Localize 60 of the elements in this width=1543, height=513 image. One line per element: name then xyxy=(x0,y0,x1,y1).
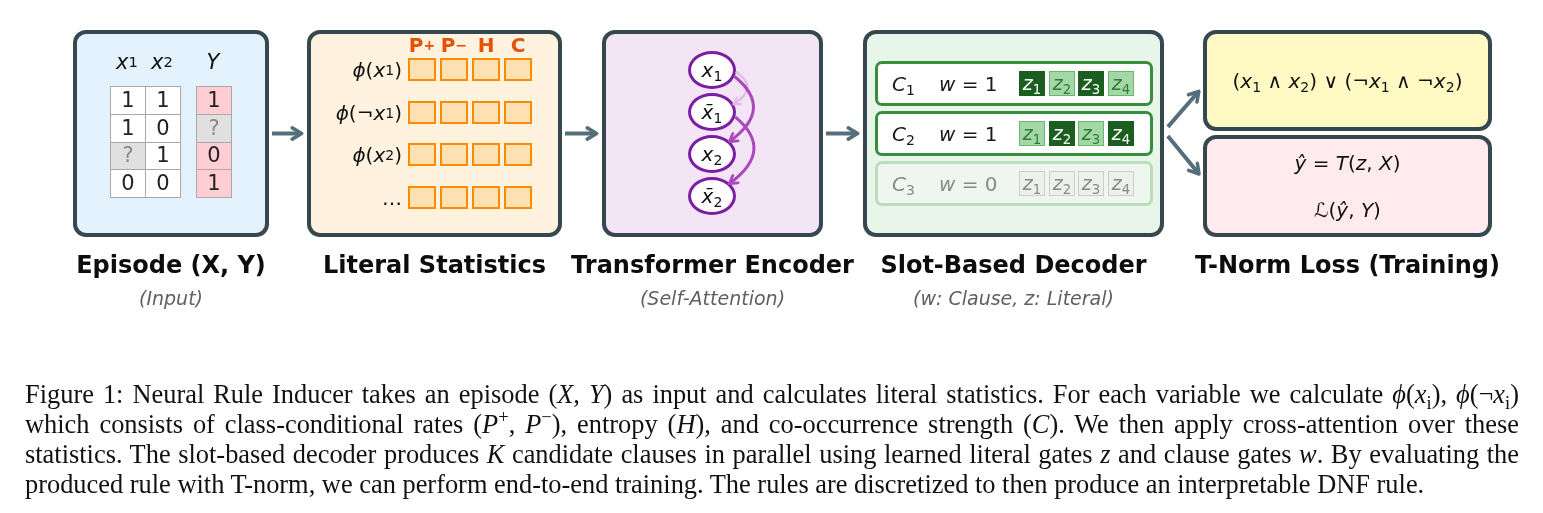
table-cell: 1 xyxy=(110,113,146,143)
clause-weight: w = 1 xyxy=(939,120,998,147)
stat-header: P$^{−}$ xyxy=(439,33,469,57)
formula: (x$_{1}$ ∧ x$_{2}$) ∨ (¬x$_{1}$ ∧ ¬x$_{2}$) xyxy=(1232,67,1463,95)
attention-arrow xyxy=(728,75,755,143)
literal-gate: z$_{4}$ xyxy=(1108,171,1134,196)
table-cell: 1 xyxy=(110,86,146,115)
clause-row xyxy=(875,111,1153,156)
panel-subtitle: (Input) xyxy=(139,286,203,310)
clause-weight: w = 1 xyxy=(939,70,998,97)
literal-gate: z$_{2}$ xyxy=(1049,121,1075,146)
clause-weight: w = 0 xyxy=(939,170,998,197)
stat-header: H xyxy=(476,33,496,57)
panel-subtitle: (Self-Attention) xyxy=(639,286,786,310)
panel-title: T-Norm Loss (Training) xyxy=(1195,251,1500,279)
column-header: Y xyxy=(205,48,222,76)
literal-gate: z$_{1}$ xyxy=(1019,171,1045,196)
attention-arrow xyxy=(728,115,756,185)
token-circle: x$_{1}$ xyxy=(688,51,736,89)
stat-header: P$^{+}$ xyxy=(407,33,437,57)
literal-gate: z$_{4}$ xyxy=(1108,121,1134,146)
table-cell: ? xyxy=(196,113,232,143)
table-cell: 0 xyxy=(145,169,181,198)
table-cell: 0 xyxy=(145,113,181,143)
table-cell: 1 xyxy=(196,169,232,198)
arrow xyxy=(565,126,599,141)
table-cell: 0 xyxy=(110,169,146,198)
formula: ℒ(ŷ, Y) xyxy=(1314,196,1381,224)
literal-gate: z$_{2}$ xyxy=(1049,171,1075,196)
literal-gate: z$_{3}$ xyxy=(1078,171,1104,196)
literal-gate: z$_{1}$ xyxy=(1019,121,1045,146)
table-cell: 1 xyxy=(196,86,232,115)
panel-title: Episode (X, Y) xyxy=(76,251,266,279)
panel-title: Transformer Encoder xyxy=(571,251,854,279)
arrow xyxy=(1166,134,1201,176)
literal-gate: z$_{3}$ xyxy=(1078,121,1104,146)
row-label: … xyxy=(381,184,402,211)
literal-gate: z$_{2}$ xyxy=(1049,71,1075,96)
panel-title: Slot-Based Decoder xyxy=(880,251,1147,279)
clause-row xyxy=(875,161,1153,206)
literal-gate: z$_{4}$ xyxy=(1108,71,1134,96)
clause-label: C$_{1}$ xyxy=(892,70,915,97)
attention-arrow xyxy=(732,70,749,106)
token-circle: x̄$_{2}$ xyxy=(688,177,736,215)
table-cell: 1 xyxy=(145,86,181,115)
clause-row xyxy=(875,61,1153,106)
token-circle: x̄$_{1}$ xyxy=(688,93,736,131)
figure-caption: Figure 1: Neural Rule Inducer takes an episode (X, Y) as input and calculates literal statistics. For each variable we calculate ϕ(x$_{i}$), ϕ(¬x$_{i}$) which consists of class-conditional rates (P$^{+}$, P$^{−}$), entropy (H), and co-occurrence strength (C). We then apply cross-attention over these statistics. The slot-based decoder produces K candidate clauses in parallel using learned literal gates z and clause gates w. By evaluating the produced rule with T-norm, we can perform end-to-end training. The rules are discretized to then produce an interpretable DNF rule. xyxy=(25,379,1519,499)
literal-gate: z$_{1}$ xyxy=(1019,71,1045,96)
formula: ŷ = T(z, X) xyxy=(1294,149,1401,177)
clause-label: C$_{3}$ xyxy=(892,170,915,197)
panel-title: Literal Statistics xyxy=(323,251,546,279)
arrow xyxy=(272,126,304,141)
arrow xyxy=(826,126,860,141)
clause-label: C$_{2}$ xyxy=(892,120,915,147)
literal-gate: z$_{3}$ xyxy=(1078,71,1104,96)
stat-header: C xyxy=(509,33,527,57)
token-circle: x$_{2}$ xyxy=(688,135,736,173)
panel-subtitle: (w: Clause, z: Literal) xyxy=(913,286,1114,310)
arrow xyxy=(1166,89,1201,129)
